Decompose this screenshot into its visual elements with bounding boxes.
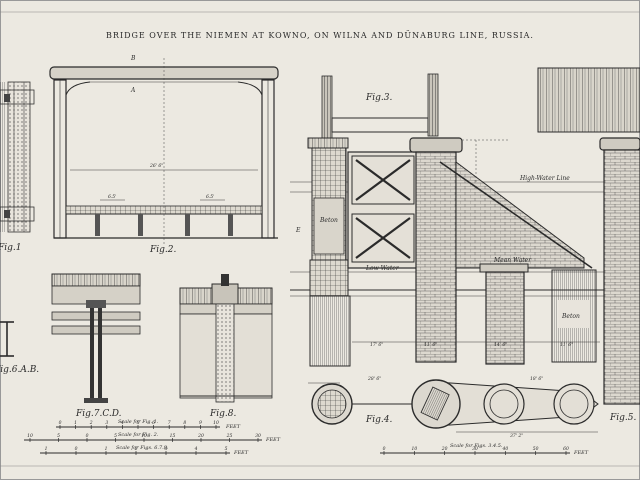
- fig7-label: Fig.7.C.D.: [75, 409, 122, 419]
- scale-tick-label: 10: [27, 433, 33, 439]
- fig3-beton-right: Beton: [561, 313, 580, 320]
- scale-tick-label: 3: [105, 420, 108, 426]
- fig4-plan: [308, 379, 599, 433]
- scale-tick-label: 4: [120, 420, 124, 426]
- scale-tick-label: 0: [75, 446, 78, 452]
- fig6-detail: [0, 321, 14, 357]
- scale-tick-label: 10: [411, 446, 417, 452]
- scale-tick-label: 4: [194, 446, 198, 452]
- scale-tick-label: 7: [168, 420, 171, 426]
- scale-tick-label: 1: [105, 446, 108, 452]
- fig4-dim-b: 18' 6": [530, 376, 543, 382]
- fig7-girder-section: [51, 273, 141, 403]
- scale-tick-label: 9: [199, 420, 202, 426]
- fig2-dim-right: 6.5': [206, 194, 214, 200]
- scale-tick-label: 25: [226, 433, 233, 439]
- fig4-dim-a: 28' 6": [367, 376, 381, 382]
- fig4-label: Fig.4.: [365, 415, 392, 425]
- scale-tick-label: 1: [74, 420, 77, 426]
- fig2-label: Fig.2.: [149, 245, 176, 255]
- scale-tick-label: 1: [45, 446, 48, 452]
- fig5-pier: [537, 67, 640, 405]
- scale-tick-label: 10: [213, 420, 219, 426]
- scale-tick-label: 30: [255, 433, 261, 439]
- scale-tick-label: 6: [152, 420, 155, 426]
- scale-tick-label: 0: [86, 433, 89, 439]
- fig3-low-water: Low Water: [365, 265, 400, 272]
- scale-tick-label: 3: [165, 446, 168, 452]
- fig2-cross-section: [49, 58, 279, 245]
- scale-fig678: 1 0 1 2 3 4 5: [40, 446, 230, 455]
- scale-fig2: 10 5 0 5 10 15 20 25 30: [24, 433, 262, 442]
- scale-tick-label: 60: [563, 446, 569, 452]
- fig3-beton-left: Beton: [319, 217, 338, 224]
- fig3-dim-b: 11' 6": [424, 342, 437, 348]
- scale-fig345-label: Scale for Figs. 3.4.5.: [450, 443, 503, 449]
- scale-fig678-label: Scale for Figs. 6.7.8.: [116, 445, 169, 451]
- scale-tick-label: 2: [134, 446, 138, 452]
- fig1-girder-elevation: [0, 81, 35, 233]
- scale-fig1-label: Scale for Fig. 1.: [118, 419, 159, 425]
- scale-fig2-label: Scale for Fig. 2.: [118, 432, 159, 438]
- scale-fig345-unit: FEET: [573, 450, 589, 456]
- scale-tick-label: 0: [383, 446, 386, 452]
- scale-fig1-unit: FEET: [225, 424, 241, 430]
- fig5-label: Fig.5.: [609, 413, 636, 423]
- fig8-girder-section: [179, 274, 273, 403]
- fig3-dim-d: 11' 6": [560, 342, 573, 348]
- fig3-high-water: High-Water Line: [519, 175, 570, 182]
- scale-tick-label: 8: [183, 420, 186, 426]
- scale-tick-label: 15: [170, 433, 176, 439]
- fig3-label: Fig.3.: [365, 93, 392, 103]
- fig6-label: Fig.6.A.B.: [0, 365, 39, 375]
- fig3-dim-c: 14' 6": [494, 342, 507, 348]
- scale-fig1: 0 1 2 3 4 5 6 7 8 9 10: [56, 420, 220, 429]
- fig2-dim-left: 6.5': [108, 194, 116, 200]
- scale-tick-label: 20: [197, 433, 204, 439]
- fig1-label: Fig.1: [0, 243, 21, 253]
- scale-tick-label: 10: [141, 433, 147, 439]
- scale-tick-label: 5: [225, 446, 228, 452]
- fig3-pier-elevation: [290, 73, 640, 367]
- fig8-label: Fig.8.: [209, 409, 236, 419]
- plate-title: BRIDGE OVER THE NIEMEN AT KOWNO, ON WILN…: [106, 31, 534, 40]
- scale-tick-label: 2: [89, 420, 93, 426]
- scale-tick-label: 5: [114, 433, 117, 439]
- fig2-dim-top: 26' 6": [149, 163, 163, 169]
- scale-tick-label: 40: [501, 446, 508, 452]
- scale-tick-label: 0: [59, 420, 62, 426]
- fig3-section-e: E: [295, 227, 301, 234]
- scale-fig2-unit: FEET: [265, 437, 281, 443]
- fig3-mean-water: Mean Water: [493, 257, 532, 264]
- fig2-section-a: A: [130, 87, 136, 94]
- scale-fig345: 0 10 20 30 40 50 60: [380, 446, 570, 455]
- scale-tick-label: 30: [472, 446, 478, 452]
- fig4-dim-c: 37' 2": [510, 433, 523, 439]
- scale-tick-label: 20: [441, 446, 448, 452]
- fig3-dim-a: 17' 6": [370, 342, 383, 348]
- scale-tick-label: 5: [57, 433, 60, 439]
- scale-tick-label: 50: [533, 446, 539, 452]
- fig2-section-b: B: [130, 55, 136, 62]
- scale-tick-label: 5: [137, 420, 140, 426]
- scale-fig678-unit: FEET: [233, 450, 249, 456]
